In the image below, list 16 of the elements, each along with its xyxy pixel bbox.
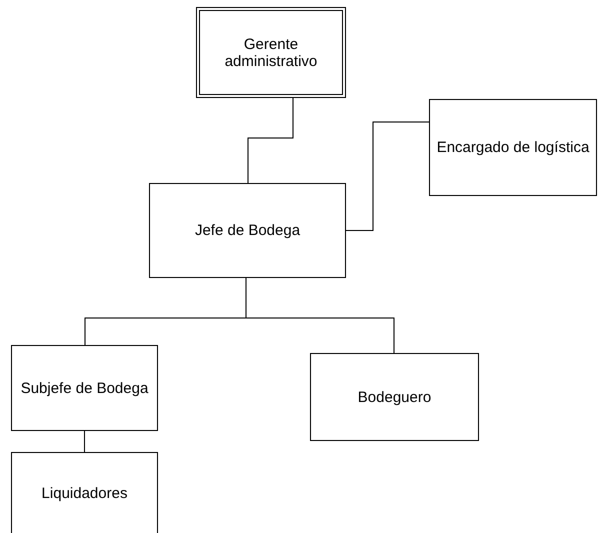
position-title: Encargado de logística [436,139,590,156]
position-title: Jefe de Bodega [194,222,302,239]
position-box [149,183,346,278]
position-box [11,452,158,533]
position-box [310,353,479,441]
connector-line [248,98,294,184]
position-title: Subjefe de Bodega [20,380,150,396]
position-box [11,345,158,431]
position-box [196,7,346,98]
connector-line [246,278,394,354]
position-title: Bodeguero [356,388,432,406]
position-title: Liquidadores [40,484,128,502]
connector-line [346,122,430,231]
position-box [429,99,597,196]
position-title: Gerente administrativo [224,36,318,70]
connector-line [84,430,85,452]
